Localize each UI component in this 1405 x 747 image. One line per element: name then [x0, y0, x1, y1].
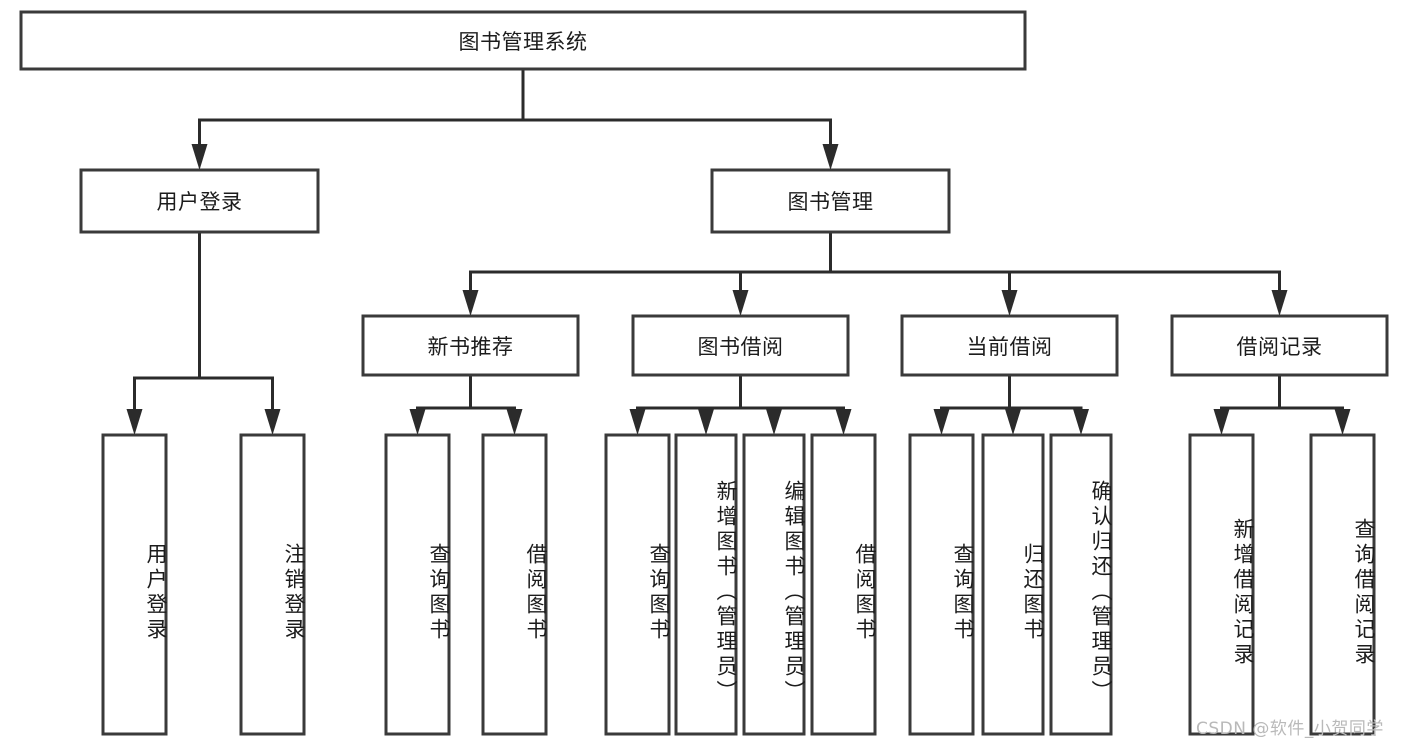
- node-box-leaf-edit-book: [742, 433, 806, 736]
- arrow-head-icon-book-borrow: [732, 290, 749, 316]
- arrow-head-icon-leaf-borrow-book-2: [835, 409, 852, 435]
- node-box-leaf-user-login: [101, 433, 168, 736]
- node-box-leaf-borrow-book-2: [810, 433, 877, 736]
- arrow-head-icon-leaf-query-book-2: [629, 409, 646, 435]
- node-box-user-login: [79, 168, 320, 234]
- arrow-head-icon-current-borrow: [1001, 290, 1018, 316]
- node-box-book-borrow: [631, 314, 850, 377]
- arrow-head-icon-leaf-query-book-3: [933, 409, 950, 435]
- node-box-leaf-borrow-book-1: [481, 433, 548, 736]
- node-box-leaf-add-record: [1188, 433, 1255, 736]
- node-box-borrow-record: [1170, 314, 1389, 377]
- arrow-head-icon-leaf-confirm-return: [1073, 409, 1089, 435]
- node-box-leaf-return-book: [981, 433, 1045, 736]
- arrow-head-icon-leaf-edit-book: [766, 409, 782, 435]
- arrow-head-icon-leaf-query-record: [1334, 409, 1351, 435]
- arrow-head-icon-leaf-return-book: [1005, 409, 1021, 435]
- node-box-current-borrow: [900, 314, 1119, 377]
- node-box-leaf-confirm-return: [1049, 433, 1113, 736]
- arrow-head-icon-leaf-user-login: [126, 409, 143, 435]
- node-box-leaf-query-record: [1309, 433, 1376, 736]
- node-box-leaf-query-book-2: [604, 433, 671, 736]
- connectors-layer: [126, 67, 1351, 435]
- node-box-new-book-recommend: [361, 314, 580, 377]
- arrow-head-icon-leaf-borrow-book-1: [506, 409, 523, 435]
- node-box-leaf-query-book-3: [908, 433, 975, 736]
- arrow-head-icon-leaf-user-logout: [264, 409, 281, 435]
- boxes-layer: [19, 10, 1389, 736]
- arrow-head-icon-leaf-add-book: [698, 409, 714, 435]
- arrow-head-icon-user-login: [191, 144, 208, 170]
- arrow-head-icon-new-book-recommend: [462, 290, 479, 316]
- arrow-head-icon-borrow-record: [1271, 290, 1288, 316]
- node-box-leaf-add-book: [674, 433, 738, 736]
- arrow-head-icon-leaf-add-record: [1213, 409, 1230, 435]
- node-box-leaf-user-logout: [239, 433, 306, 736]
- arrow-head-icon-book-manage: [822, 144, 839, 170]
- node-box-root: [19, 10, 1027, 71]
- arrow-head-icon-leaf-query-book-1: [409, 409, 426, 435]
- node-box-leaf-query-book-1: [384, 433, 451, 736]
- node-box-book-manage: [710, 168, 951, 234]
